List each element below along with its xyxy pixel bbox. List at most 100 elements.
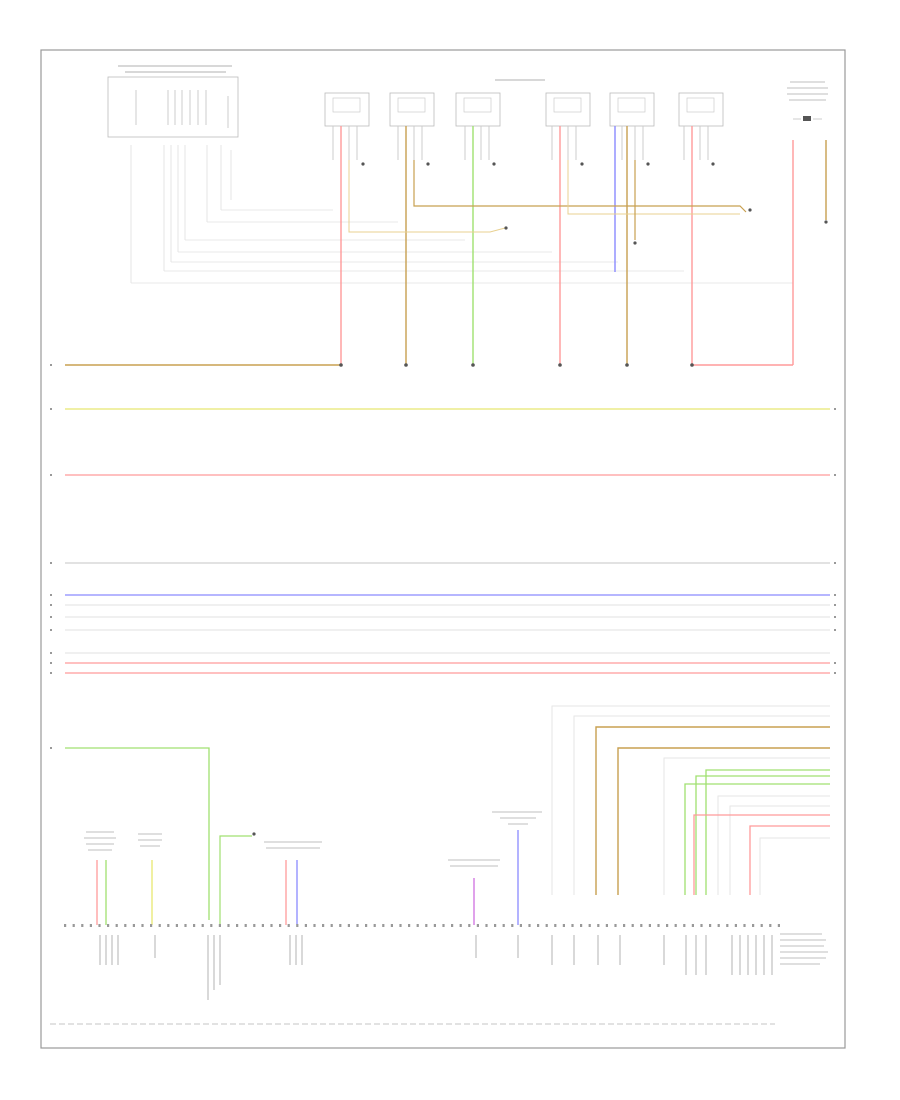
connector-pin	[674, 924, 677, 927]
connector-pin	[502, 924, 505, 927]
connector-pin	[150, 924, 153, 927]
connector-pin	[494, 924, 497, 927]
top-right-component	[787, 81, 828, 365]
connector-pin	[98, 924, 101, 927]
connector-pin	[184, 924, 187, 927]
connector-pin	[640, 924, 643, 927]
connector-pin	[588, 924, 591, 927]
connector-pin	[734, 924, 737, 927]
connector-pin	[459, 924, 462, 927]
connector-pin	[356, 924, 359, 927]
connector-pin	[528, 924, 531, 927]
connector-pin	[339, 924, 342, 927]
connector-pin	[580, 924, 583, 927]
module-6	[678, 92, 724, 365]
connector-pin	[511, 924, 514, 927]
connector-pin	[777, 924, 780, 927]
connector-pin	[476, 924, 479, 927]
connector-pin	[236, 924, 239, 927]
connector-pin	[545, 924, 548, 927]
connector-pin	[193, 924, 196, 927]
connector-pin	[605, 924, 608, 927]
connector-pin	[537, 924, 540, 927]
connector-pin	[468, 924, 471, 927]
connector-pin	[597, 924, 600, 927]
connector-pin	[519, 924, 522, 927]
bottom-component-4	[448, 859, 500, 925]
connector-pin	[691, 924, 694, 927]
connector-pin	[657, 924, 660, 927]
right-stepped-harness	[551, 705, 830, 895]
connector-pin	[89, 924, 92, 927]
connector-pin	[683, 924, 686, 927]
connector-pin	[709, 924, 712, 927]
connector-pin	[390, 924, 393, 927]
connector-pin	[322, 924, 325, 927]
bottom-component-5	[492, 811, 542, 925]
diagram-frame	[40, 49, 846, 1049]
connector-pin	[330, 924, 333, 927]
connector-pin	[244, 924, 247, 927]
connector-pin	[554, 924, 557, 927]
bottom-component-2	[138, 833, 162, 925]
connector-pin	[296, 924, 299, 927]
connector-pin	[623, 924, 626, 927]
connector-pin	[614, 924, 617, 927]
connector-pin	[132, 924, 135, 927]
connector-pin	[64, 924, 67, 927]
module-3	[455, 92, 501, 365]
row-markers	[50, 364, 836, 749]
connector-pin	[373, 924, 376, 927]
bottom-component-3	[219, 832, 322, 925]
connector-pin	[752, 924, 755, 927]
bottom-connector-pins	[64, 924, 780, 927]
connector-pin	[717, 924, 720, 927]
connector-pin	[769, 924, 772, 927]
connector-pin	[631, 924, 634, 927]
connector-pin	[287, 924, 290, 927]
connector-pin	[253, 924, 256, 927]
top-brown-harness	[348, 160, 752, 245]
module-5	[609, 92, 655, 365]
connector-pin	[175, 924, 178, 927]
connector-pin	[743, 924, 746, 927]
connector-pin	[227, 924, 230, 927]
connector-pin	[279, 924, 282, 927]
connector-pin	[382, 924, 385, 927]
connector-pin	[261, 924, 264, 927]
connector-pin	[425, 924, 428, 927]
connector-pin	[158, 924, 161, 927]
bottom-component-1	[84, 831, 116, 925]
connector-pin	[760, 924, 763, 927]
connector-pin	[408, 924, 411, 927]
connector-pin	[648, 924, 651, 927]
connector-pin	[562, 924, 565, 927]
bottom-labels	[99, 935, 773, 1000]
connector-pin	[218, 924, 221, 927]
connector-pin	[141, 924, 144, 927]
connector-pin	[485, 924, 488, 927]
bus-rows	[65, 363, 830, 920]
module-1	[324, 92, 370, 365]
connector-pin	[571, 924, 574, 927]
connector-pin	[201, 924, 204, 927]
connector-pin	[115, 924, 118, 927]
connector-pin	[365, 924, 368, 927]
bus-row-12	[65, 747, 210, 920]
connector-pin	[399, 924, 402, 927]
connector-pin	[72, 924, 75, 927]
connector-pin	[416, 924, 419, 927]
top-left-connector	[107, 65, 793, 284]
connector-pin	[347, 924, 350, 927]
connector-pin	[304, 924, 307, 927]
connector-pin	[124, 924, 127, 927]
connector-pin	[451, 924, 454, 927]
connector-pin	[666, 924, 669, 927]
module-2	[389, 92, 435, 365]
connector-pin	[433, 924, 436, 927]
module-4	[545, 92, 591, 365]
connector-pin	[700, 924, 703, 927]
connector-pin	[726, 924, 729, 927]
connector-pin	[167, 924, 170, 927]
